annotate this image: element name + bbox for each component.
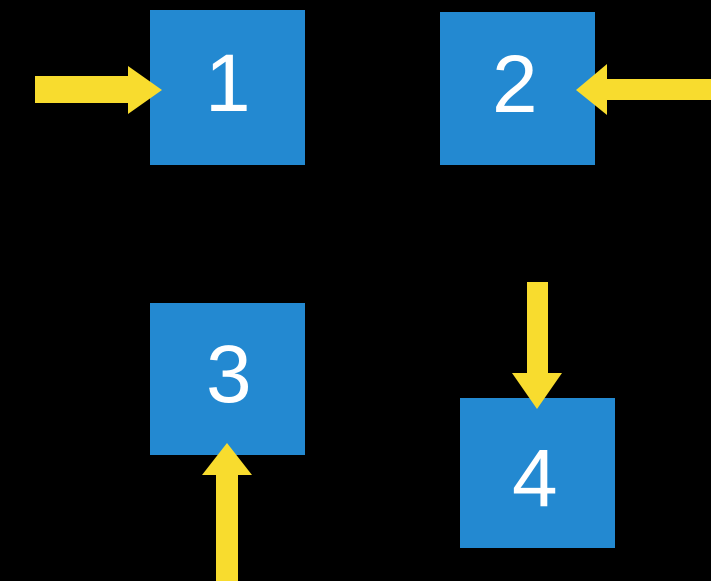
arrow-into-node-2-left-icon <box>576 64 711 115</box>
block-1[interactable] <box>150 10 305 165</box>
arrow-into-node-1-right-icon <box>35 66 162 114</box>
block-2[interactable] <box>440 12 595 165</box>
block-4[interactable] <box>460 398 615 548</box>
arrow-into-node-4-down-icon <box>512 282 562 409</box>
block-3[interactable] <box>150 303 305 455</box>
arrow-into-node-3-up-icon <box>202 443 252 581</box>
